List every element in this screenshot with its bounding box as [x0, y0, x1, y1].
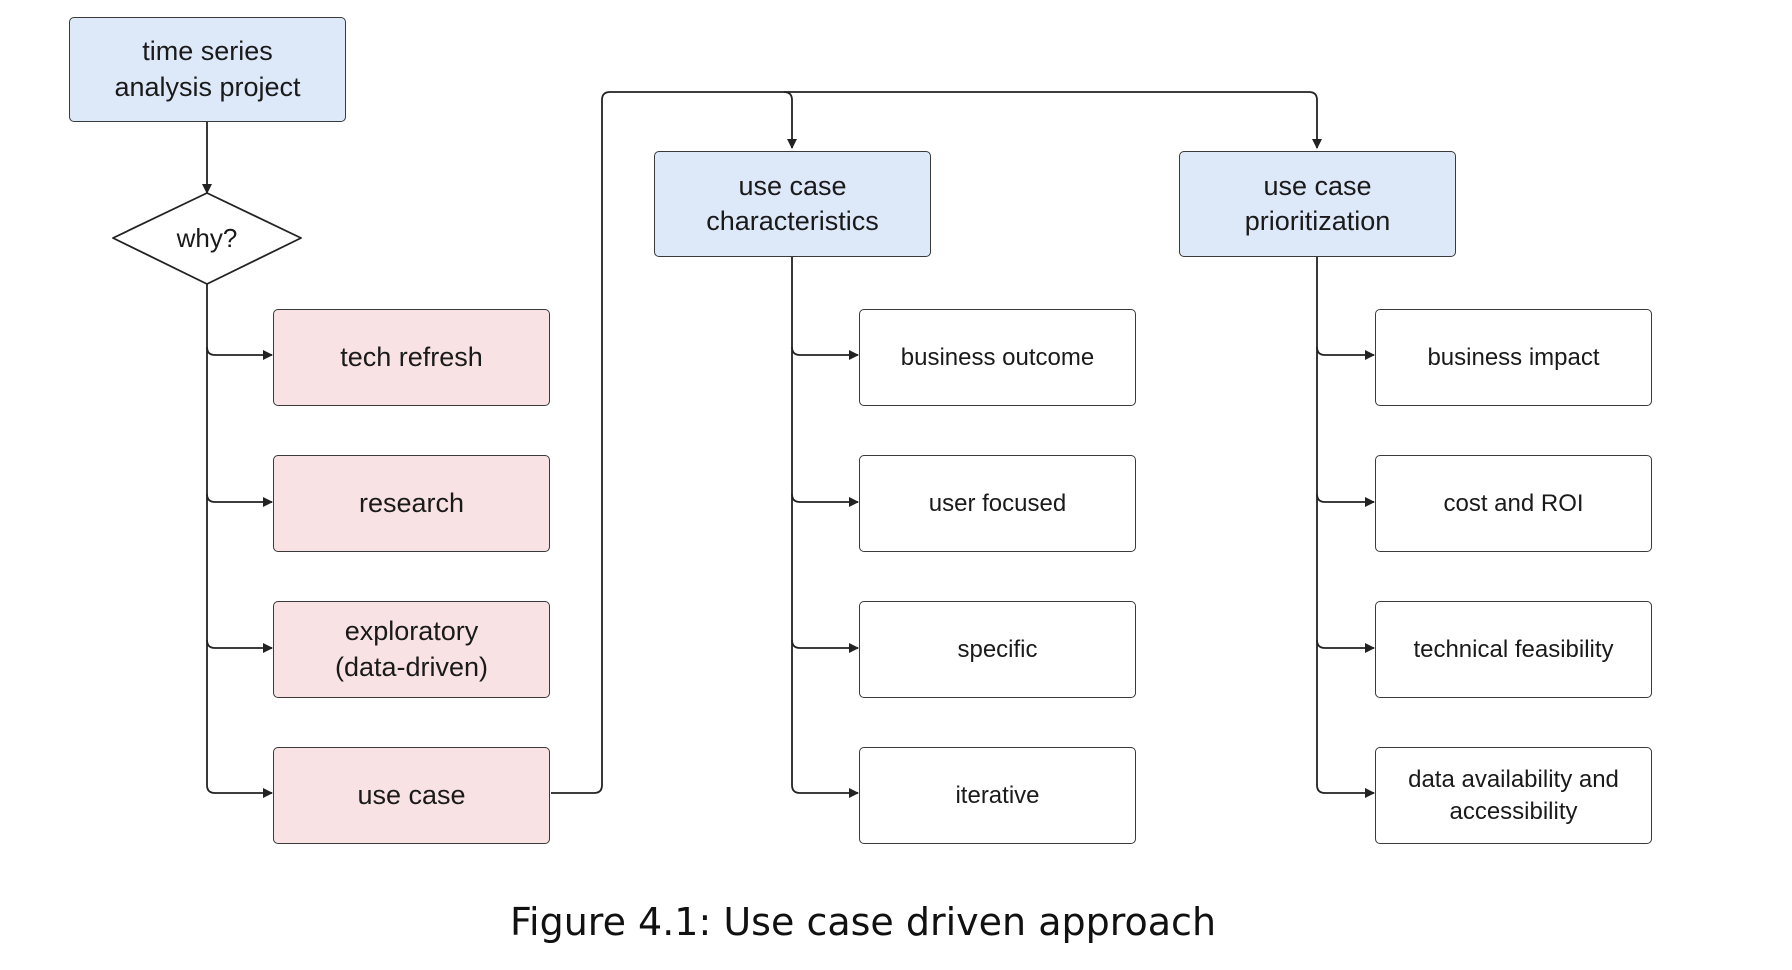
connector-to-cost-roi [1316, 493, 1375, 507]
node-data-availability: data availability and accessibility [1375, 747, 1652, 844]
node-time-series-project: time series analysis project [69, 17, 346, 122]
connector-to-technical-feasibility [1316, 639, 1375, 653]
node-use-case-characteristics: use case characteristics [654, 151, 931, 257]
connector-to-characteristics [783, 91, 797, 149]
node-business-outcome: business outcome [859, 309, 1136, 406]
node-use-case-prioritization: use case prioritization [1179, 151, 1456, 257]
connector-to-specific [791, 639, 859, 653]
figure-caption: Figure 4.1: Use case driven approach [509, 900, 1217, 944]
connector-use-case-up [551, 91, 1322, 794]
node-exploratory: exploratory (data-driven) [273, 601, 550, 698]
connector-prioritization-trunk [1316, 257, 1375, 798]
connector-to-business-impact [1316, 346, 1375, 360]
node-cost-and-roi: cost and ROI [1375, 455, 1652, 552]
connector-to-business-outcome [791, 346, 859, 360]
connector-characteristics-trunk [791, 257, 859, 798]
node-iterative: iterative [859, 747, 1136, 844]
connector-to-tech-refresh [206, 346, 273, 360]
connector-to-exploratory [206, 639, 273, 653]
decision-why-label: why? [176, 223, 238, 253]
why-diamond [112, 192, 302, 285]
node-technical-feasibility: technical feasibility [1375, 601, 1652, 698]
connector-to-research [206, 493, 273, 507]
node-use-case: use case [273, 747, 550, 844]
node-tech-refresh: tech refresh [273, 309, 550, 406]
connector-why-trunk [206, 284, 216, 794]
node-business-impact: business impact [1375, 309, 1652, 406]
node-research: research [273, 455, 550, 552]
connector-to-user-focused [791, 493, 859, 507]
node-specific: specific [859, 601, 1136, 698]
node-user-focused: user focused [859, 455, 1136, 552]
